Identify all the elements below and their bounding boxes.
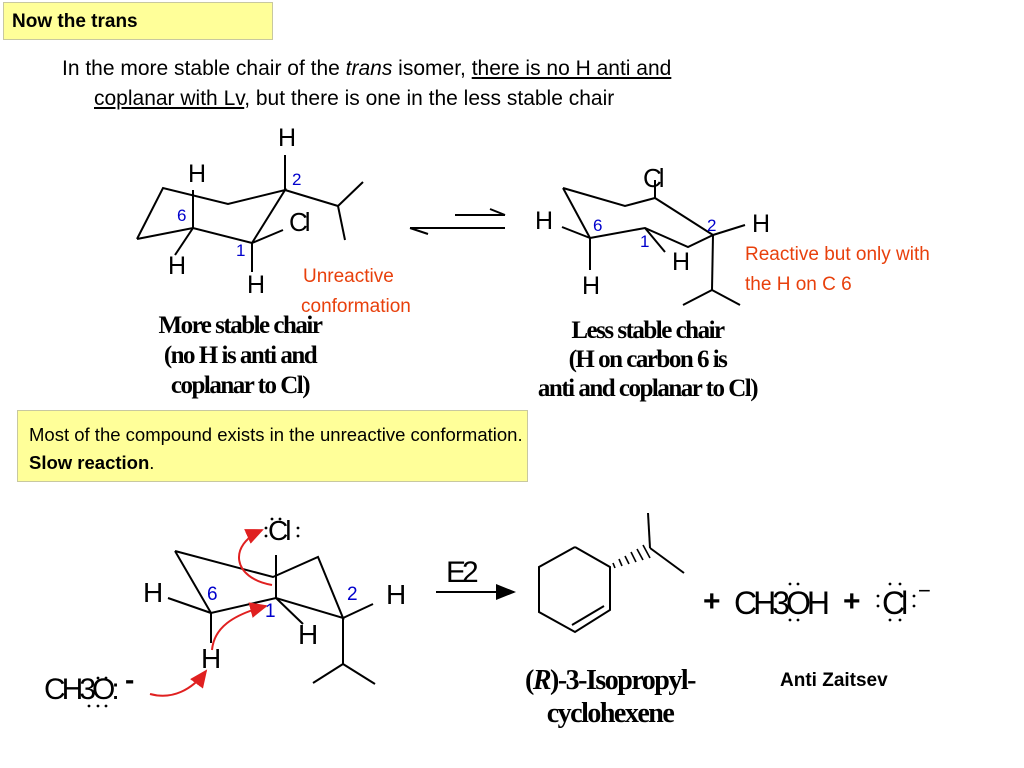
plus-1: + — [703, 585, 721, 618]
anti-zaitsev-label: Anti Zaitsev — [780, 670, 888, 691]
product-line1: -3-Isopropyl- — [557, 665, 697, 696]
right-h-right: H — [752, 210, 771, 238]
right-caption-line1: Less stable chair — [571, 317, 725, 344]
left-h-c6: H — [188, 160, 207, 188]
plus-2: + — [843, 585, 861, 618]
note-end: . — [149, 452, 155, 473]
product-structure — [538, 512, 685, 634]
title-box: Now the trans — [3, 2, 273, 40]
product-line2: cyclohexene — [546, 698, 675, 729]
note-bold: Slow reaction — [29, 452, 150, 473]
unreactive-line2: conformation — [301, 296, 411, 317]
left-caption-line1: More stable chair — [158, 312, 323, 339]
right-num-2: 2 — [707, 216, 717, 235]
base-methoxide: CH3O: — [44, 673, 120, 706]
right-chair — [561, 180, 746, 306]
reaction-chair — [167, 550, 376, 685]
slide-title: Now the trans — [12, 11, 138, 32]
note-body: Most of the compound exists in the unrea… — [29, 424, 523, 445]
note-box: Most of the compound exists in the unrea… — [17, 410, 528, 482]
intro-trans: trans — [345, 57, 393, 80]
intro-part1: In the more stable chair of the — [62, 57, 346, 80]
right-num-1: 1 — [640, 232, 650, 251]
intro-underlined2: coplanar with Lv — [94, 87, 245, 110]
note-text: Most of the compound exists in the unrea… — [29, 421, 524, 477]
right-h-bottom: H — [582, 272, 601, 300]
rxn-num-2: 2 — [347, 584, 358, 605]
intro-part2: isomer, — [392, 57, 472, 80]
curved-arrow-base-attack — [149, 669, 208, 697]
right-caption-line2: (H on carbon 6 is — [568, 346, 728, 373]
right-cl: Cl — [643, 163, 664, 193]
reactive-line2: the H on C 6 — [745, 274, 852, 295]
equilibrium-arrows — [409, 208, 506, 235]
left-caption-line2: (no H is anti and — [163, 342, 318, 369]
lone-pair-dots — [87, 517, 916, 708]
curved-arrow-cl-leaving — [238, 529, 273, 586]
left-num-2: 2 — [292, 170, 302, 189]
left-cl: Cl — [289, 207, 310, 237]
right-num-6: 6 — [593, 216, 603, 235]
rxn-num-6: 6 — [207, 584, 218, 605]
reactive-line1: Reactive but only with — [745, 244, 930, 265]
left-h-c1-axial: H — [247, 271, 266, 299]
right-caption: Less stable chair (H on carbon 6 is anti… — [505, 316, 790, 403]
rxn-h-mid: H — [298, 619, 319, 650]
left-caption: More stable chair (no H is anti and copl… — [110, 311, 370, 401]
rxn-cl: Cl — [268, 515, 292, 546]
left-num-6: 6 — [177, 206, 187, 225]
unreactive-line1: Unreactive — [303, 266, 394, 287]
intro-text: In the more stable chair of the trans is… — [62, 54, 962, 114]
right-caption-line3: anti and coplanar to Cl) — [537, 375, 759, 402]
left-h-top: H — [278, 124, 297, 152]
right-h-mid: H — [672, 248, 691, 276]
intro-underlined1: there is no H anti and — [471, 57, 672, 80]
base-charge: - — [125, 664, 135, 695]
rxn-h-bottom: H — [201, 643, 222, 674]
left-chair — [136, 155, 364, 272]
rxn-h-right: H — [386, 579, 407, 610]
left-caption-line3: coplanar to Cl) — [170, 372, 311, 399]
left-h-left: H — [168, 252, 187, 280]
curved-arrow-bond-shift — [211, 602, 268, 651]
chloride-charge: − — [918, 578, 931, 603]
e2-label: E2 — [446, 556, 479, 589]
intro-part3: , but there is one in the less stable ch… — [244, 87, 615, 110]
hashed-wedge — [612, 544, 651, 569]
product-name: (R)-3-Isopropyl- cyclohexene — [490, 664, 730, 730]
product-r: R — [532, 665, 552, 696]
rxn-h-left: H — [143, 577, 164, 608]
rxn-num-1: 1 — [265, 601, 276, 622]
left-num-1: 1 — [236, 241, 246, 260]
chloride: Cl — [882, 585, 908, 621]
right-h-left: H — [535, 207, 554, 235]
methanol: CH3OH — [734, 585, 830, 621]
